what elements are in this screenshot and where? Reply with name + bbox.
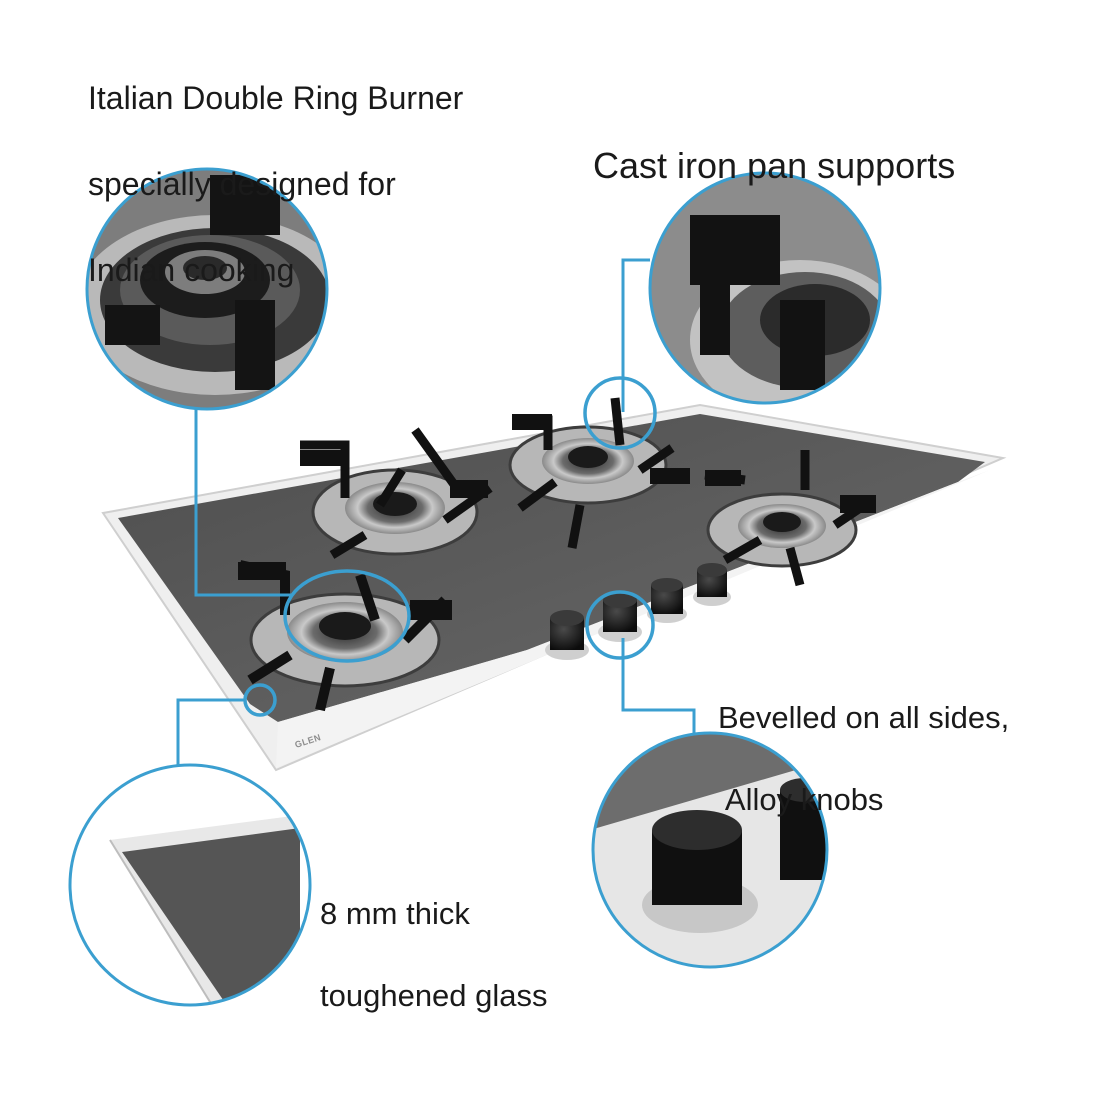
burner-back-right xyxy=(508,397,690,549)
knob-connector xyxy=(621,638,696,737)
knob-caption-line-1: Bevelled on all sides, xyxy=(718,700,1010,735)
pan-target-ring xyxy=(583,376,657,450)
pan-support-caption: Cast iron pan supports xyxy=(593,98,955,233)
burner-caption-line-2: specially designed for xyxy=(88,166,396,202)
knob-closeup xyxy=(591,731,829,969)
burner-caption-line-1: Italian Double Ring Burner xyxy=(88,80,464,116)
glass-edge-closeup xyxy=(68,763,312,1007)
pan-support-caption-line-1: Cast iron pan supports xyxy=(593,145,956,186)
glass-caption-line-1: 8 mm thick xyxy=(320,896,470,931)
knob-caption: Bevelled on all sides, Alloy knobs xyxy=(718,656,1009,861)
burner-closeup xyxy=(85,167,329,411)
knob-3 xyxy=(647,578,687,623)
callout-lines xyxy=(176,258,696,785)
burner-target-ring xyxy=(283,569,411,663)
pan-connector xyxy=(621,258,650,412)
callout-targets xyxy=(243,376,657,717)
burner-connector xyxy=(194,405,292,597)
knob-2 xyxy=(598,592,642,642)
glass-caption-line-2: toughened glass xyxy=(320,978,548,1013)
knob-4 xyxy=(693,563,731,606)
burner-front-left xyxy=(238,560,452,712)
burner-back-left xyxy=(300,427,493,559)
pan-support-closeup xyxy=(648,171,882,405)
burner-front-right xyxy=(704,450,876,587)
knob-1 xyxy=(545,610,589,660)
burner-caption: Italian Double Ring Burner specially des… xyxy=(88,34,463,335)
burner-caption-line-3: Indian cooking xyxy=(88,252,295,288)
glass-target-ring xyxy=(243,683,277,717)
glass-caption: 8 mm thick toughened glass xyxy=(320,852,548,1057)
knob-caption-line-2: Alloy knobs xyxy=(718,782,884,817)
knob-row xyxy=(545,563,731,660)
glass-connector xyxy=(176,698,246,785)
knob-target-ring xyxy=(585,590,655,660)
